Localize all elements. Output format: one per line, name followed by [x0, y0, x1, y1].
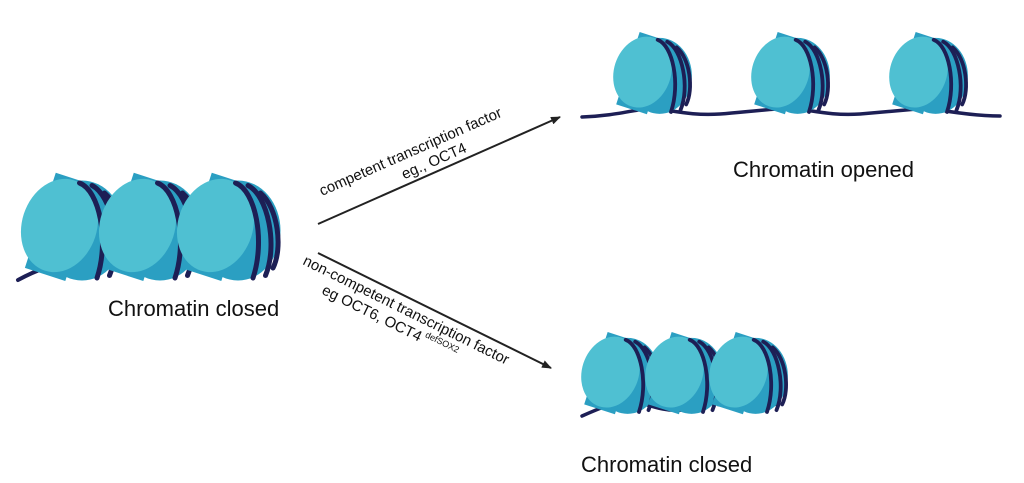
- nucleosome: [698, 327, 790, 418]
- nucleosome: [878, 27, 970, 118]
- arrow-down-line1: non-competent transcription factor: [300, 252, 512, 368]
- bottom-closed-chromatin: [570, 327, 790, 418]
- left-state-label: Chromatin closed: [108, 296, 279, 321]
- nucleosome: [740, 27, 832, 118]
- arrow-down-label: non-competent transcription factor eg OC…: [300, 252, 512, 368]
- arrow-to-closed: [317, 252, 552, 369]
- top-state-label: Chromatin opened: [733, 157, 914, 182]
- arrow-to-open: [317, 116, 561, 225]
- bottom-state-label: Chromatin closed: [581, 452, 752, 477]
- open-chromatin: [580, 27, 1002, 119]
- arrow-up-label: competent transcription factor eg., OCT4: [317, 104, 505, 199]
- nucleosome: [602, 27, 694, 118]
- arrow-up-line1: competent transcription factor: [317, 104, 505, 199]
- left-closed-chromatin: [9, 169, 280, 283]
- nucleosome: [165, 169, 280, 283]
